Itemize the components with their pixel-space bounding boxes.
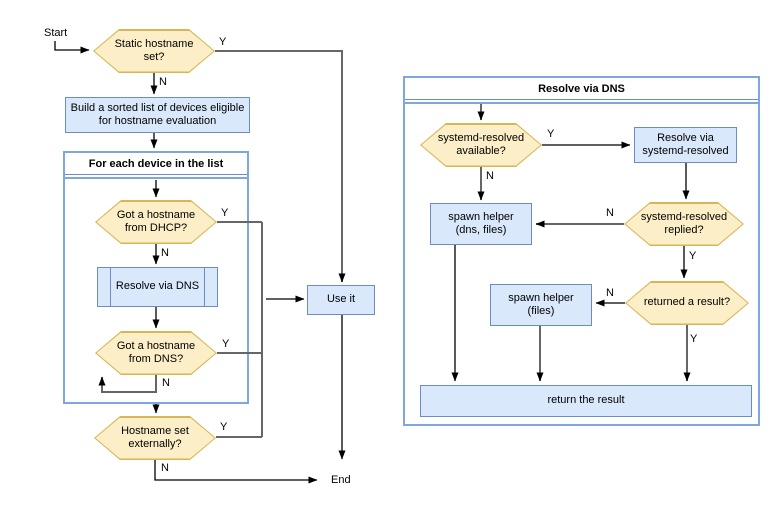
decision-returned-result: returned a result?	[625, 281, 749, 325]
process-spawn-helper-files: spawn helper (files)	[490, 284, 592, 326]
process-use-it-text: Use it	[326, 293, 356, 306]
label-no-static: N	[159, 76, 167, 88]
decision-resolved-available-text: systemd-resolved available?	[437, 131, 525, 157]
container-resolve-via-dns: Resolve via DNS	[403, 76, 760, 426]
container-resolve-separator	[403, 102, 760, 104]
process-return-result-text: return the result	[547, 394, 625, 407]
label-yes-returned: Y	[690, 333, 698, 345]
process-return-result: return the result	[420, 385, 752, 417]
label-yes-replied: Y	[689, 250, 697, 262]
decision-got-dns-text: Got a hostname from DNS?	[116, 339, 196, 365]
process-build-list-text: Build a sorted list of devices eligible …	[70, 101, 245, 127]
edge-external-no-to-end	[154, 460, 318, 484]
subprocess-resolve-text: Resolve via DNS	[115, 280, 200, 293]
label-yes-dns: Y	[222, 338, 230, 350]
label-no-replied: N	[606, 207, 614, 219]
process-use-it: Use it	[307, 285, 375, 315]
subprocess-bar-left	[110, 268, 111, 306]
label-yes-available: Y	[547, 128, 555, 140]
process-build-list: Build a sorted list of devices eligible …	[65, 97, 250, 133]
decision-hostname-external: Hostname set externally?	[94, 416, 216, 460]
container-resolve-title: Resolve via DNS	[405, 78, 758, 100]
label-no-returned: N	[606, 287, 614, 299]
subprocess-bar-right	[204, 268, 205, 306]
decision-resolved-available: systemd-resolved available?	[420, 123, 542, 167]
container-foreach-title: For each device in the list	[65, 153, 247, 175]
decision-got-dns: Got a hostname from DNS?	[95, 331, 217, 375]
label-no-available: N	[486, 170, 494, 182]
decision-returned-result-text: returned a result?	[643, 296, 731, 309]
decision-static-hostname: Static hostname set?	[93, 29, 215, 73]
end-label: End	[331, 474, 351, 486]
label-yes-external: Y	[220, 421, 228, 433]
decision-resolved-replied: systemd-resolved replied?	[624, 202, 744, 246]
subprocess-resolve-via-dns: Resolve via DNS	[97, 267, 218, 307]
process-spawn-helper-dns-files-text: spawn helper (dns, files)	[448, 210, 514, 236]
edge-start	[54, 41, 90, 54]
label-no-dns: N	[162, 377, 170, 389]
process-resolve-systemd-text: Resolve via systemd-resolved	[642, 131, 729, 157]
decision-got-dhcp: Got a hostname from DHCP?	[95, 200, 217, 244]
decision-got-dhcp-text: Got a hostname from DHCP?	[116, 208, 196, 234]
container-foreach-separator	[63, 177, 249, 179]
process-spawn-helper-files-text: spawn helper (files)	[508, 291, 574, 317]
label-no-external: N	[161, 462, 169, 474]
start-label: Start	[44, 27, 68, 39]
decision-resolved-replied-text: systemd-resolved replied?	[640, 210, 728, 236]
decision-hostname-external-text: Hostname set externally?	[121, 424, 189, 450]
decision-static-hostname-text: Static hostname set?	[114, 37, 194, 63]
label-yes-static: Y	[219, 36, 227, 48]
process-resolve-systemd: Resolve via systemd-resolved	[634, 127, 737, 163]
label-yes-dhcp: Y	[221, 207, 229, 219]
process-spawn-helper-dns-files: spawn helper (dns, files)	[430, 203, 532, 245]
label-no-dhcp: N	[161, 247, 169, 259]
